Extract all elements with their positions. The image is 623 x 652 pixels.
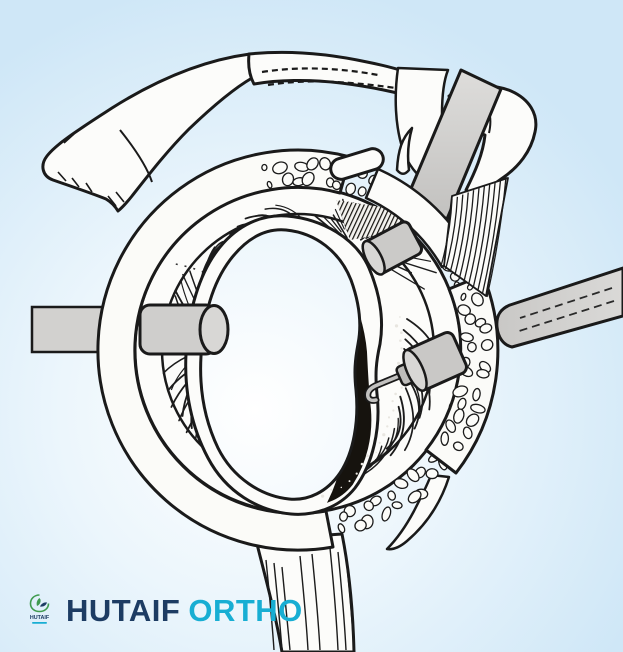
intraarticular-cannula-tip (361, 220, 424, 276)
biceps-tendon-stump (329, 147, 385, 181)
emblem-wordmark: HUTAIF (30, 615, 50, 621)
left-cannula (138, 303, 230, 356)
glenoid-opening (199, 228, 362, 501)
clavicle-bone (247, 50, 427, 103)
left-cannula-shaft (30, 305, 108, 354)
conjoint-tendon-strands (440, 176, 509, 298)
coracoacromial-ligament-tip (395, 126, 414, 175)
brand-secondary: ORTHO (188, 593, 303, 628)
brand-emblem-icon: HUTAIF (29, 594, 50, 624)
suture-hook-instrument (364, 331, 468, 404)
brand-primary: HUTAIF (66, 593, 181, 628)
humerus-neck-bone (254, 532, 356, 652)
scapula-spine-bone (41, 52, 254, 213)
